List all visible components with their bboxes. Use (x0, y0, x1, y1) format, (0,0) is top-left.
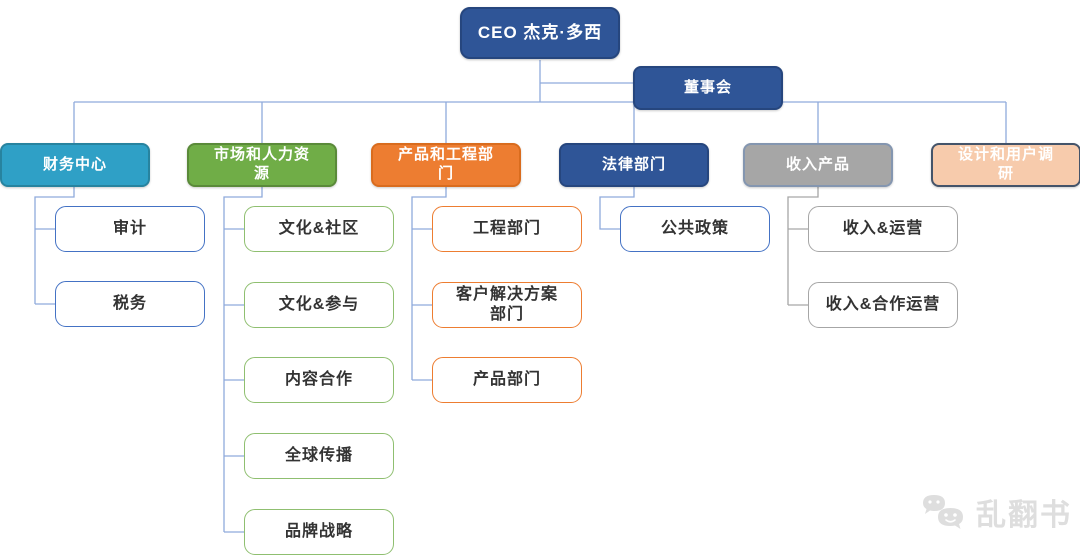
node-board: 董事会 (633, 66, 783, 110)
node-finance-center: 财务中心 (0, 143, 150, 187)
node-audit: 审计 (55, 206, 205, 252)
node-brand-strategy: 品牌战略 (244, 509, 394, 555)
node-culture-engagement: 文化&参与 (244, 282, 394, 328)
node-revenue-operations: 收入&运营 (808, 206, 958, 252)
node-product-dept: 产品部门 (432, 357, 582, 403)
node-design-user-research: 设计和用户调 研 (931, 143, 1080, 187)
watermark-text: 乱翻书 (976, 499, 1072, 532)
watermark: 乱翻书 (920, 490, 1072, 534)
node-ceo: CEO 杰克·多西 (460, 7, 620, 59)
node-product-engineering: 产品和工程部 门 (371, 143, 521, 187)
node-content-partnerships: 内容合作 (244, 357, 394, 403)
node-culture-community: 文化&社区 (244, 206, 394, 252)
node-legal: 法律部门 (559, 143, 709, 187)
node-tax: 税务 (55, 281, 205, 327)
node-global-communications: 全球传播 (244, 433, 394, 479)
node-engineering-dept: 工程部门 (432, 206, 582, 252)
chat-bubbles-icon (920, 491, 968, 533)
node-marketing-hr: 市场和人力资 源 (187, 143, 337, 187)
node-revenue-products: 收入产品 (743, 143, 893, 187)
node-customer-solutions-dept: 客户解决方案 部门 (432, 282, 582, 328)
node-revenue-partner-operations: 收入&合作运营 (808, 282, 958, 328)
node-public-policy: 公共政策 (620, 206, 770, 252)
